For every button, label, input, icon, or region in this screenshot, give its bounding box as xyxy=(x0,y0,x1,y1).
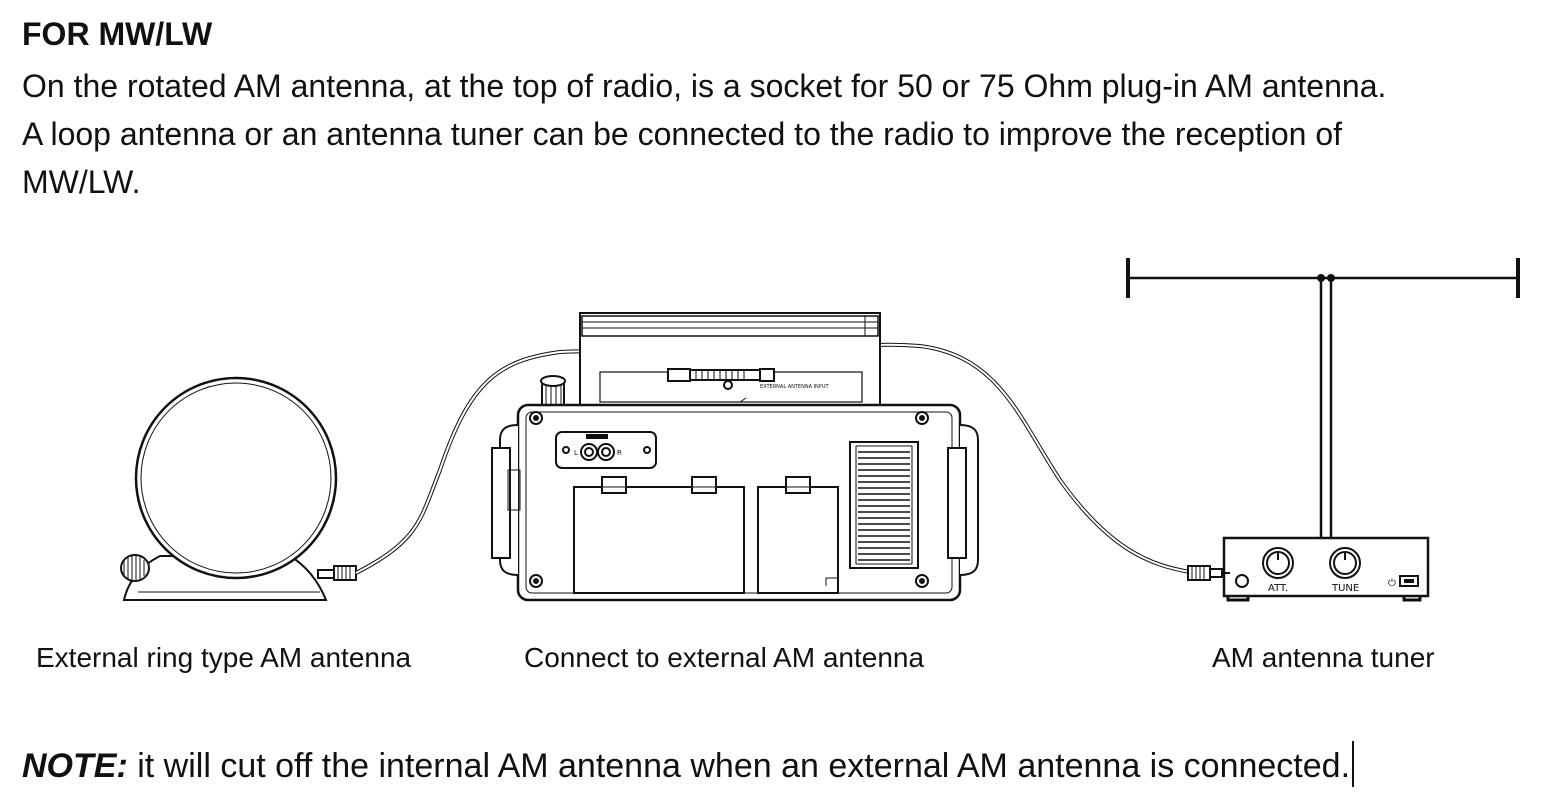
battery-compartments xyxy=(573,476,839,594)
intro-paragraph: On the rotated AM antenna, at the top of… xyxy=(22,62,1562,206)
text-cursor xyxy=(1352,741,1355,787)
note-label: NOTE: xyxy=(22,747,128,785)
radio-caption: Connect to external AM antenna xyxy=(524,642,925,673)
tuning-knob-icon xyxy=(540,375,566,409)
plug-icon xyxy=(317,565,357,581)
section-heading: FOR MW/LW xyxy=(22,16,213,52)
radio-illustration: EXTERNAL ANTENNA INPUT L R xyxy=(491,312,979,602)
dipole-antenna xyxy=(1126,258,1520,540)
speaker-grille xyxy=(849,441,919,569)
line-out-right-label: R xyxy=(617,449,622,457)
antenna-tuner-illustration: ATT. TUNE ⏻ xyxy=(1126,258,1520,602)
tune-knob-icon xyxy=(1329,547,1361,579)
antenna-socket-connector xyxy=(667,368,775,382)
line-out-left-label: L xyxy=(574,449,578,457)
tuner-plug-icon xyxy=(1187,565,1230,581)
paragraph-line: On the rotated AM antenna, at the top of… xyxy=(22,68,1387,104)
tune-label: TUNE xyxy=(1331,583,1359,594)
antenna-input-label: EXTERNAL ANTENNA INPUT xyxy=(760,384,829,390)
power-icon: ⏻ xyxy=(1388,578,1396,589)
paragraph-line: MW/LW. xyxy=(22,164,141,200)
note-text: it will cut off the internal AM antenna … xyxy=(127,747,1351,785)
knob-icon xyxy=(120,554,150,582)
antenna-connection-diagram: EXTERNAL ANTENNA INPUT L R xyxy=(120,258,1520,602)
paragraph-line: A loop antenna or an antenna tuner can b… xyxy=(22,116,1343,152)
tuner-caption: AM antenna tuner xyxy=(1212,642,1435,673)
ring-antenna-illustration xyxy=(120,376,357,601)
ring-antenna-caption: External ring type AM antenna xyxy=(36,642,412,673)
att-label: ATT. xyxy=(1268,583,1288,594)
line-out-panel: L R xyxy=(555,431,657,469)
note-paragraph: NOTE: it will cut off the internal AM an… xyxy=(22,741,1355,788)
att-knob-icon xyxy=(1262,547,1294,579)
